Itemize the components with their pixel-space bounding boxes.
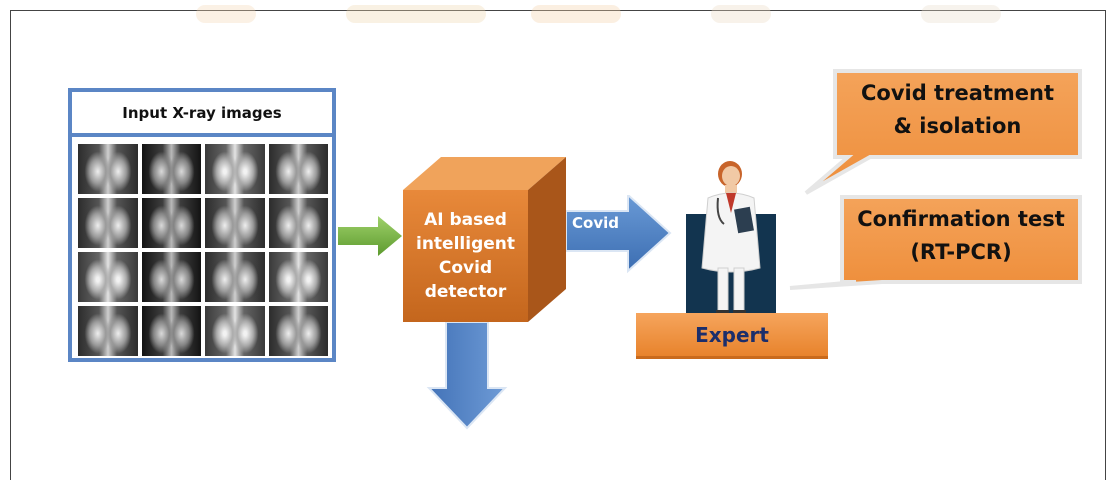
- ai-detector-line: AI based: [424, 210, 507, 230]
- watermark-logo: [921, 5, 1001, 23]
- ai-detector-line: Covid: [438, 258, 493, 278]
- xray-thumbnail: [268, 306, 328, 356]
- expert-box: Expert: [636, 313, 828, 359]
- callout-line: Confirmation test: [857, 207, 1065, 231]
- xray-thumbnail: [141, 252, 201, 302]
- xray-thumbnail: [78, 144, 138, 194]
- xray-thumbnail: [268, 144, 328, 194]
- callout-bubble-treatment: [804, 69, 1082, 195]
- xray-thumbnail: [78, 198, 138, 248]
- doctor-icon: [701, 161, 761, 316]
- xray-thumbnail: [205, 198, 265, 248]
- xray-grid: [78, 144, 328, 356]
- xray-thumbnail: [205, 252, 265, 302]
- xray-thumbnail: [141, 198, 201, 248]
- xray-panel: Input X-ray images: [68, 88, 336, 362]
- covid-arrow-icon: [566, 195, 672, 274]
- callout-treatment-text: Covid treatment & isolation: [835, 77, 1080, 143]
- xray-thumbnail: [205, 144, 265, 194]
- down-arrow-icon: [426, 322, 508, 430]
- xray-thumbnail: [268, 198, 328, 248]
- xray-panel-title: Input X-ray images: [72, 92, 332, 137]
- xray-thumbnail: [78, 306, 138, 356]
- figure-frame: [10, 5, 1106, 480]
- ai-detector-line: detector: [424, 282, 507, 302]
- watermark-logo: [711, 5, 771, 23]
- callout-confirmation-text: Confirmation test (RT-PCR): [842, 203, 1080, 269]
- ai-detector-box: AI based intelligent Covid detector: [403, 157, 566, 322]
- watermark-logo: [531, 5, 621, 23]
- ai-detector-line: intelligent: [416, 234, 515, 254]
- xray-thumbnail: [205, 306, 265, 356]
- watermark-logo: [346, 5, 486, 23]
- callout-line: Covid treatment: [860, 81, 1055, 105]
- xray-thumbnail: [141, 306, 201, 356]
- xray-thumbnail: [141, 144, 201, 194]
- xray-thumbnail: [268, 252, 328, 302]
- callout-bubble-confirmation: [789, 195, 1082, 290]
- green-arrow-icon: [338, 216, 402, 256]
- callout-line: & isolation: [893, 114, 1022, 138]
- watermark-logo: [196, 5, 256, 23]
- ai-detector-label: AI based intelligent Covid detector: [403, 190, 528, 322]
- covid-arrow-label: Covid: [572, 214, 619, 232]
- callout-line: (RT-PCR): [910, 240, 1012, 264]
- xray-thumbnail: [78, 252, 138, 302]
